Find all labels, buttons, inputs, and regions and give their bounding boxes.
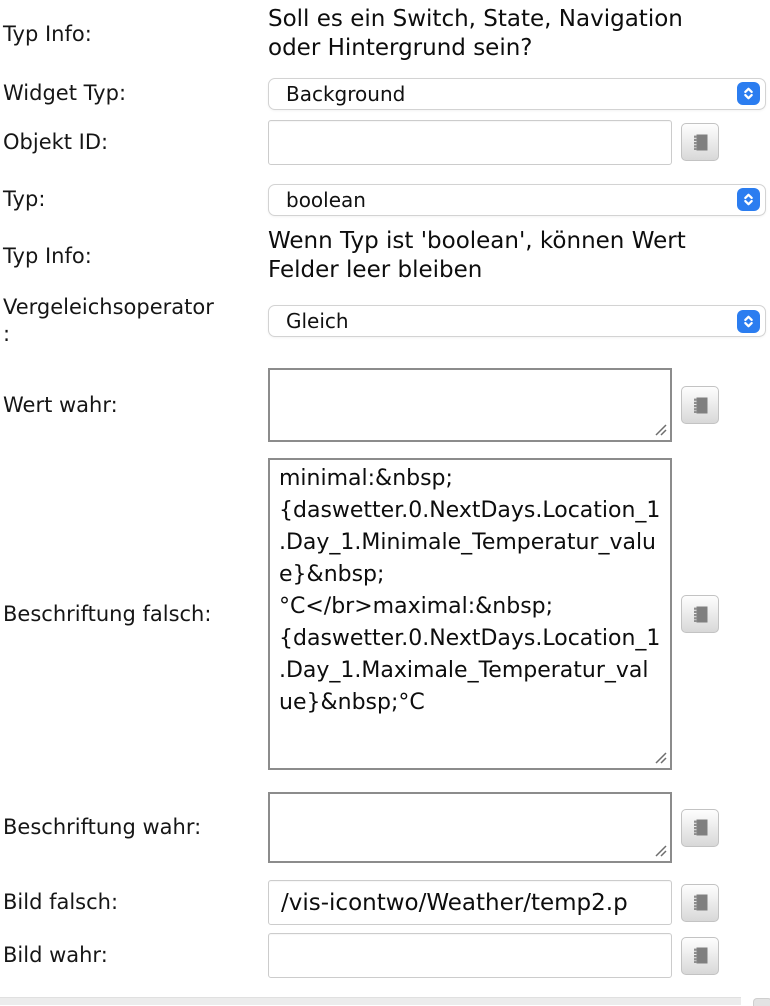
row-objekt-id: Objekt ID: (0, 119, 770, 165)
typ-label: Typ: (3, 187, 46, 212)
row-vergleichsoperator: Vergeleichsoperator : Gleich (0, 294, 770, 349)
row-bild-wahr: Bild wahr: (0, 933, 770, 979)
up-down-chevrons-icon (737, 309, 760, 333)
note-icon (690, 395, 711, 416)
typ-info-2-label: Typ Info: (3, 243, 92, 268)
note-icon (690, 945, 711, 966)
vergleichsoperator-select-value: Gleich (286, 309, 349, 334)
typ-select[interactable]: boolean (268, 183, 766, 216)
next-row-partial-button[interactable] (753, 998, 770, 1006)
vergleichsoperator-select[interactable]: Gleich (268, 305, 766, 338)
note-icon (690, 604, 711, 625)
up-down-chevrons-icon (737, 82, 760, 106)
resize-grip-icon[interactable] (654, 423, 667, 436)
beschriftung-wahr-textarea[interactable] (268, 792, 672, 864)
row-beschriftung-wahr: Beschriftung wahr: (0, 792, 770, 864)
note-icon (690, 817, 711, 838)
bild-falsch-picker-button[interactable] (681, 883, 719, 922)
beschriftung-falsch-label: Beschriftung falsch: (3, 601, 212, 626)
bild-wahr-label: Bild wahr: (3, 943, 108, 968)
row-beschriftung-falsch: Beschriftung falsch: minimal:&nbsp; {das… (0, 458, 770, 771)
widget-settings-form: Typ Info: Soll es ein Switch, State, Nav… (0, 5, 770, 979)
bild-wahr-picker-button[interactable] (681, 936, 719, 975)
row-widget-typ: Widget Typ: Background (0, 77, 770, 110)
vergleichsoperator-label: Vergeleichsoperator : (3, 294, 214, 347)
typ-info-1-text: Soll es ein Switch, State, Navigation od… (268, 6, 683, 62)
widget-typ-select[interactable]: Background (268, 77, 766, 110)
next-row-partial-background (0, 997, 741, 1005)
beschriftung-wahr-label: Beschriftung wahr: (3, 815, 202, 840)
resize-grip-icon[interactable] (654, 751, 667, 764)
widget-typ-select-value: Background (286, 81, 406, 106)
row-typ-info-2: Typ Info: Wenn Typ ist 'boolean', können… (0, 227, 770, 286)
row-bild-falsch: Bild falsch: (0, 880, 770, 926)
beschriftung-falsch-textarea[interactable]: minimal:&nbsp; {daswetter.0.NextDays.Loc… (268, 458, 672, 771)
objekt-id-label: Objekt ID: (3, 129, 109, 154)
objekt-id-input[interactable] (268, 119, 672, 165)
bild-falsch-input[interactable] (268, 880, 672, 926)
wert-wahr-picker-button[interactable] (681, 386, 719, 425)
row-typ-info-1: Typ Info: Soll es ein Switch, State, Nav… (0, 5, 770, 64)
wert-wahr-textarea[interactable] (268, 368, 672, 443)
typ-info-2-text: Wenn Typ ist 'boolean', können Wert Feld… (268, 227, 686, 284)
typ-select-value: boolean (286, 187, 366, 212)
objekt-id-picker-button[interactable] (681, 123, 719, 162)
wert-wahr-label: Wert wahr: (3, 392, 118, 417)
next-row-partial (0, 997, 770, 1006)
row-typ: Typ: boolean (0, 183, 770, 216)
widget-typ-label: Widget Typ: (3, 81, 127, 106)
beschriftung-falsch-picker-button[interactable] (681, 595, 719, 634)
row-wert-wahr: Wert wahr: (0, 368, 770, 443)
resize-grip-icon[interactable] (654, 844, 667, 857)
bild-falsch-label: Bild falsch: (3, 890, 119, 915)
up-down-chevrons-icon (737, 188, 760, 212)
beschriftung-wahr-picker-button[interactable] (681, 808, 719, 847)
typ-info-1-label: Typ Info: (3, 21, 92, 46)
bild-wahr-input[interactable] (268, 933, 672, 979)
note-icon (690, 892, 711, 913)
note-icon (690, 132, 711, 153)
